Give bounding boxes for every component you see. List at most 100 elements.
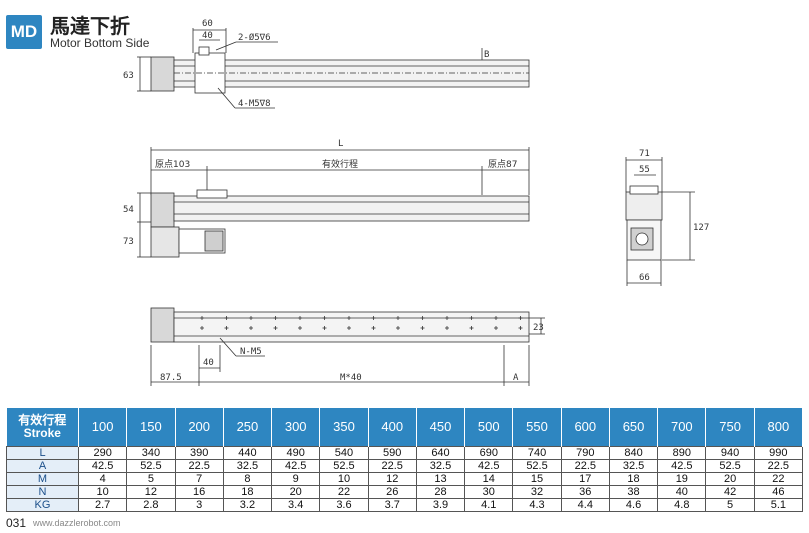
table-cell: 890 bbox=[657, 445, 707, 460]
table-cell: 12 bbox=[367, 471, 417, 486]
table-cell: 17 bbox=[560, 471, 610, 486]
origin-right: 原点87 bbox=[488, 159, 517, 170]
table-cell: 10 bbox=[319, 471, 369, 486]
table-cell: 22.5 bbox=[753, 458, 804, 473]
table-cell: 46 bbox=[753, 484, 804, 499]
effective-stroke: 有效行程 bbox=[322, 158, 358, 170]
table-cell: 42 bbox=[705, 484, 755, 499]
table-cell: 340 bbox=[126, 445, 176, 460]
table-cell: 15 bbox=[512, 471, 562, 486]
table-cell: 22.5 bbox=[174, 458, 224, 473]
end-view-profile bbox=[625, 191, 663, 221]
table-cell: 40 bbox=[657, 484, 707, 499]
row-label: KG bbox=[6, 497, 79, 512]
dim-60: 60 bbox=[202, 19, 213, 29]
table-cell: 640 bbox=[415, 445, 466, 460]
stroke-header-en: Stroke bbox=[23, 425, 61, 440]
dim-40-bottom: 40 bbox=[203, 358, 214, 368]
table-cell: 32.5 bbox=[222, 458, 273, 473]
table-cell: 32.5 bbox=[608, 458, 659, 473]
page-title: 馬達下折 bbox=[50, 14, 130, 38]
origin-left: 原点103 bbox=[155, 159, 190, 170]
stroke-column-header: 250 bbox=[223, 408, 273, 446]
website-url: www.dazzlerobot.com bbox=[33, 518, 121, 528]
stroke-column-header: 550 bbox=[512, 408, 562, 446]
table-cell: 990 bbox=[753, 445, 804, 460]
stroke-header-cn: 有效行程 bbox=[18, 412, 67, 427]
bottom-view-holes bbox=[200, 316, 523, 330]
dim-54: 54 bbox=[123, 205, 134, 215]
dim-73: 73 bbox=[123, 237, 134, 247]
dim-m40: M*40 bbox=[340, 373, 362, 383]
page-number: 031 bbox=[6, 516, 27, 530]
table-cell: 52.5 bbox=[512, 458, 562, 473]
table-cell: 4 bbox=[77, 471, 128, 486]
side-view bbox=[137, 147, 530, 258]
dim-127: 127 bbox=[693, 223, 709, 233]
table-cell: 42.5 bbox=[657, 458, 707, 473]
table-cell: 290 bbox=[77, 445, 128, 460]
technical-drawing: 60 40 2-Ø5∇6 63 4-M5∇8 B L 原点103 有效行程 原点… bbox=[123, 19, 709, 386]
page-subtitle: Motor Bottom Side bbox=[50, 36, 150, 50]
table-cell: 4.1 bbox=[464, 497, 514, 512]
table-cell: 8 bbox=[222, 471, 273, 486]
table-cell: 18 bbox=[608, 471, 659, 486]
dim-87-5: 87.5 bbox=[160, 373, 182, 383]
table-cell: 4.4 bbox=[560, 497, 610, 512]
table-cell: 22 bbox=[753, 471, 804, 486]
row-label: L bbox=[6, 445, 79, 460]
table-cell: 3.2 bbox=[222, 497, 273, 512]
table-cell: 740 bbox=[512, 445, 562, 460]
table-cell: 12 bbox=[126, 484, 176, 499]
table-cell: 20 bbox=[271, 484, 321, 499]
table-cell: 52.5 bbox=[319, 458, 369, 473]
table-cell: 3.4 bbox=[271, 497, 321, 512]
top-view bbox=[137, 28, 530, 109]
table-cell: 32 bbox=[512, 484, 562, 499]
table-cell: 3.9 bbox=[415, 497, 466, 512]
table-cell: 490 bbox=[271, 445, 321, 460]
table-cell: 5 bbox=[126, 471, 176, 486]
table-cell: 5.1 bbox=[753, 497, 804, 512]
stroke-column-header: 150 bbox=[126, 408, 176, 446]
table-cell: 840 bbox=[608, 445, 659, 460]
table-cell: 3.6 bbox=[319, 497, 369, 512]
stroke-column-header: 450 bbox=[416, 408, 466, 446]
dim-l: L bbox=[338, 139, 343, 149]
dim-63: 63 bbox=[123, 71, 134, 81]
table-cell: 4.3 bbox=[512, 497, 562, 512]
table-cell: 7 bbox=[174, 471, 224, 486]
table-cell: 18 bbox=[222, 484, 273, 499]
table-cell: 16 bbox=[174, 484, 224, 499]
bottom-view bbox=[150, 307, 545, 386]
table-cell: 590 bbox=[367, 445, 417, 460]
row-label: A bbox=[6, 458, 79, 473]
table-cell: 42.5 bbox=[271, 458, 321, 473]
stroke-column-header: 500 bbox=[464, 408, 514, 446]
dim-23: 23 bbox=[533, 323, 544, 333]
end-view bbox=[625, 157, 695, 286]
table-cell: 940 bbox=[705, 445, 755, 460]
stroke-column-header: 300 bbox=[271, 408, 321, 446]
top-view-rail bbox=[173, 59, 530, 88]
dim-a: A bbox=[513, 373, 519, 383]
table-cell: 36 bbox=[560, 484, 610, 499]
table-cell: 3 bbox=[174, 497, 224, 512]
table-cell: 42.5 bbox=[77, 458, 128, 473]
stroke-column-header: 350 bbox=[319, 408, 369, 446]
side-view-motor-mount bbox=[150, 192, 175, 228]
table-cell: 10 bbox=[77, 484, 128, 499]
dim-71: 71 bbox=[639, 149, 650, 159]
table-cell: 28 bbox=[415, 484, 466, 499]
table-cell: 42.5 bbox=[464, 458, 514, 473]
table-cell: 5 bbox=[705, 497, 755, 512]
bottom-view-rail bbox=[173, 311, 530, 343]
table-cell: 22.5 bbox=[560, 458, 610, 473]
table-cell: 20 bbox=[705, 471, 755, 486]
dim-40-top: 40 bbox=[202, 31, 213, 41]
